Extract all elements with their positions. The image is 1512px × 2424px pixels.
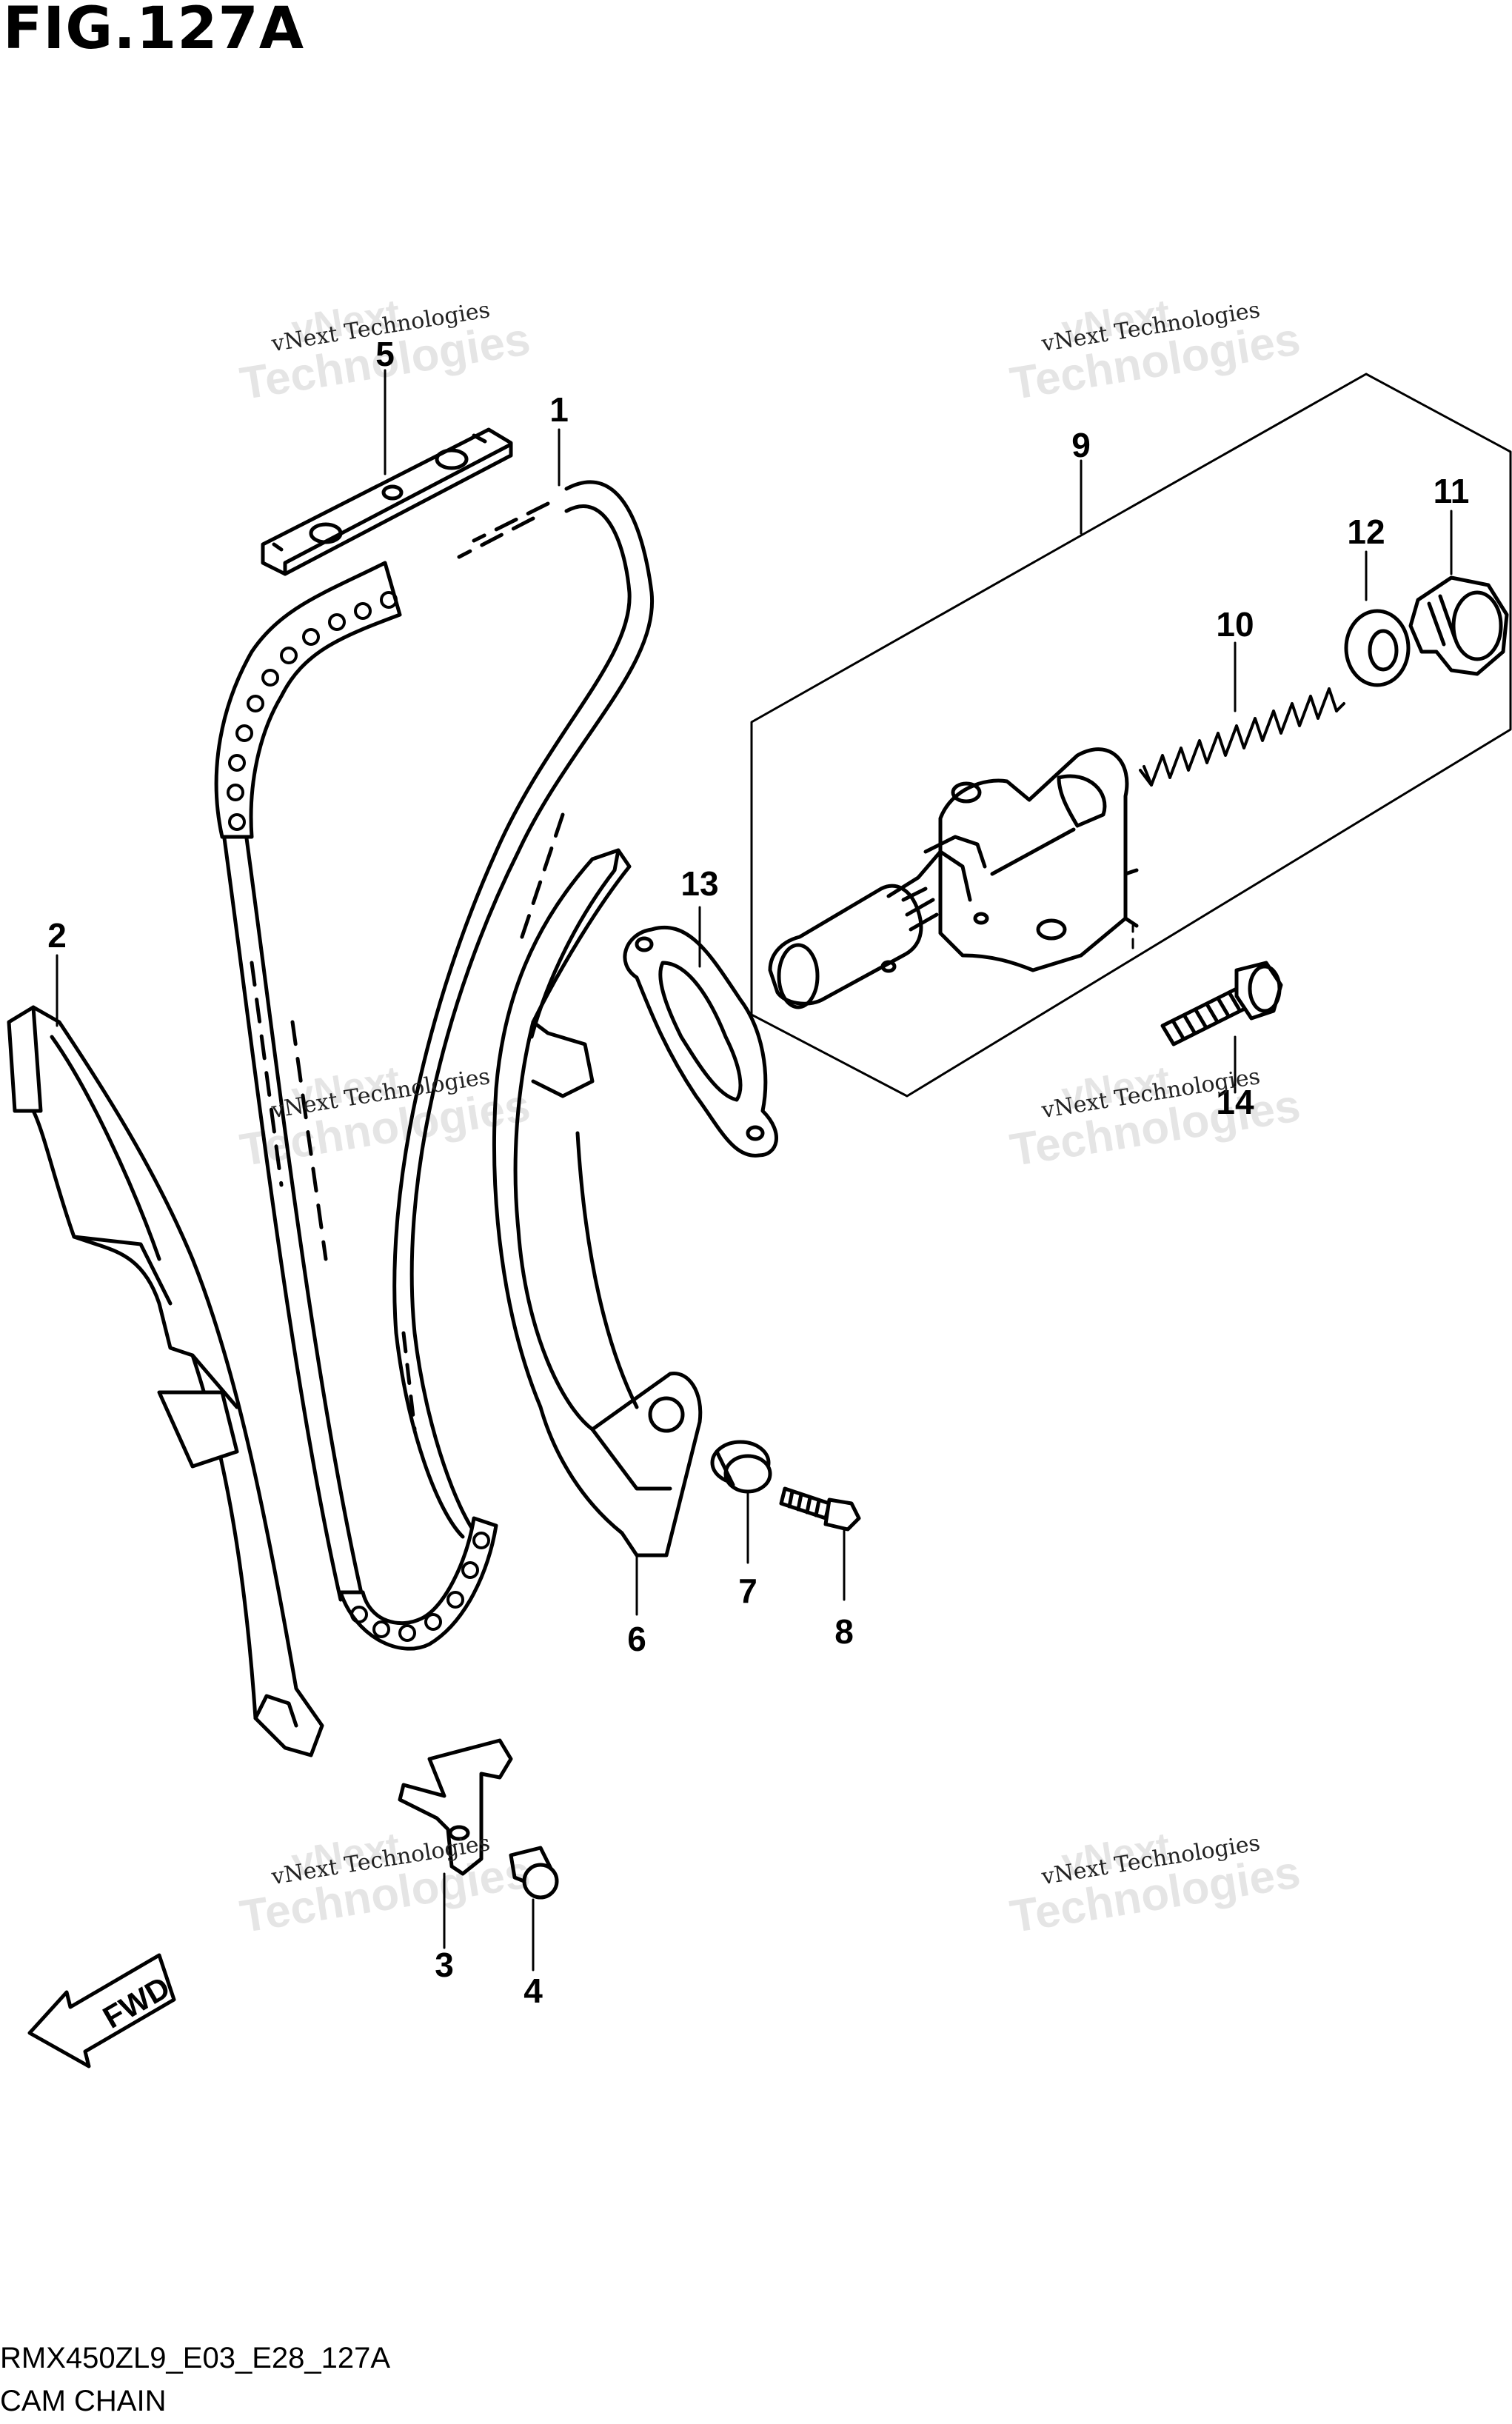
callout-13: 13 <box>680 864 719 903</box>
callout-5: 5 <box>375 335 395 373</box>
callout-2: 2 <box>47 916 67 955</box>
callout-7: 7 <box>738 1572 757 1610</box>
cam-chain-part-1[interactable] <box>214 480 655 1651</box>
callout-8: 8 <box>834 1612 854 1651</box>
fwd-arrow-icon <box>27 1953 176 2069</box>
chain-guide-plate-part-5[interactable] <box>261 427 513 576</box>
callout-4: 4 <box>523 1971 543 2010</box>
chain-guide-part-2[interactable] <box>7 1005 324 1757</box>
callout-3: 3 <box>435 1946 454 1984</box>
gasket-part-13[interactable] <box>623 925 778 1158</box>
diagram-code: RMX450ZL9_E03_E28_127A <box>0 2342 391 2374</box>
bolt-part-8[interactable] <box>779 1486 861 1532</box>
callout-6: 6 <box>627 1620 646 1658</box>
tensioner-assembly-part-9[interactable] <box>750 373 1512 1098</box>
diagram-name: CAM CHAIN <box>0 2385 167 2417</box>
bolt-part-4[interactable] <box>509 1846 559 1900</box>
callout-9: 9 <box>1071 426 1091 464</box>
tensioner-guide-part-6[interactable] <box>492 848 703 1557</box>
callout-14: 14 <box>1216 1083 1254 1121</box>
callout-11: 11 <box>1433 472 1470 510</box>
callout-10: 10 <box>1216 605 1254 644</box>
bolt-part-14[interactable] <box>1160 961 1283 1046</box>
callout-1: 1 <box>549 390 569 429</box>
washer-part-12[interactable] <box>1344 609 1411 687</box>
callout-12: 12 <box>1347 512 1385 551</box>
spring-part-10[interactable] <box>1139 687 1345 787</box>
figure-title: FIG.127A <box>3 0 305 62</box>
cap-bolt-part-11[interactable] <box>1408 575 1509 676</box>
collar-part-7[interactable] <box>710 1440 772 1494</box>
bracket-part-3[interactable] <box>398 1738 513 1876</box>
